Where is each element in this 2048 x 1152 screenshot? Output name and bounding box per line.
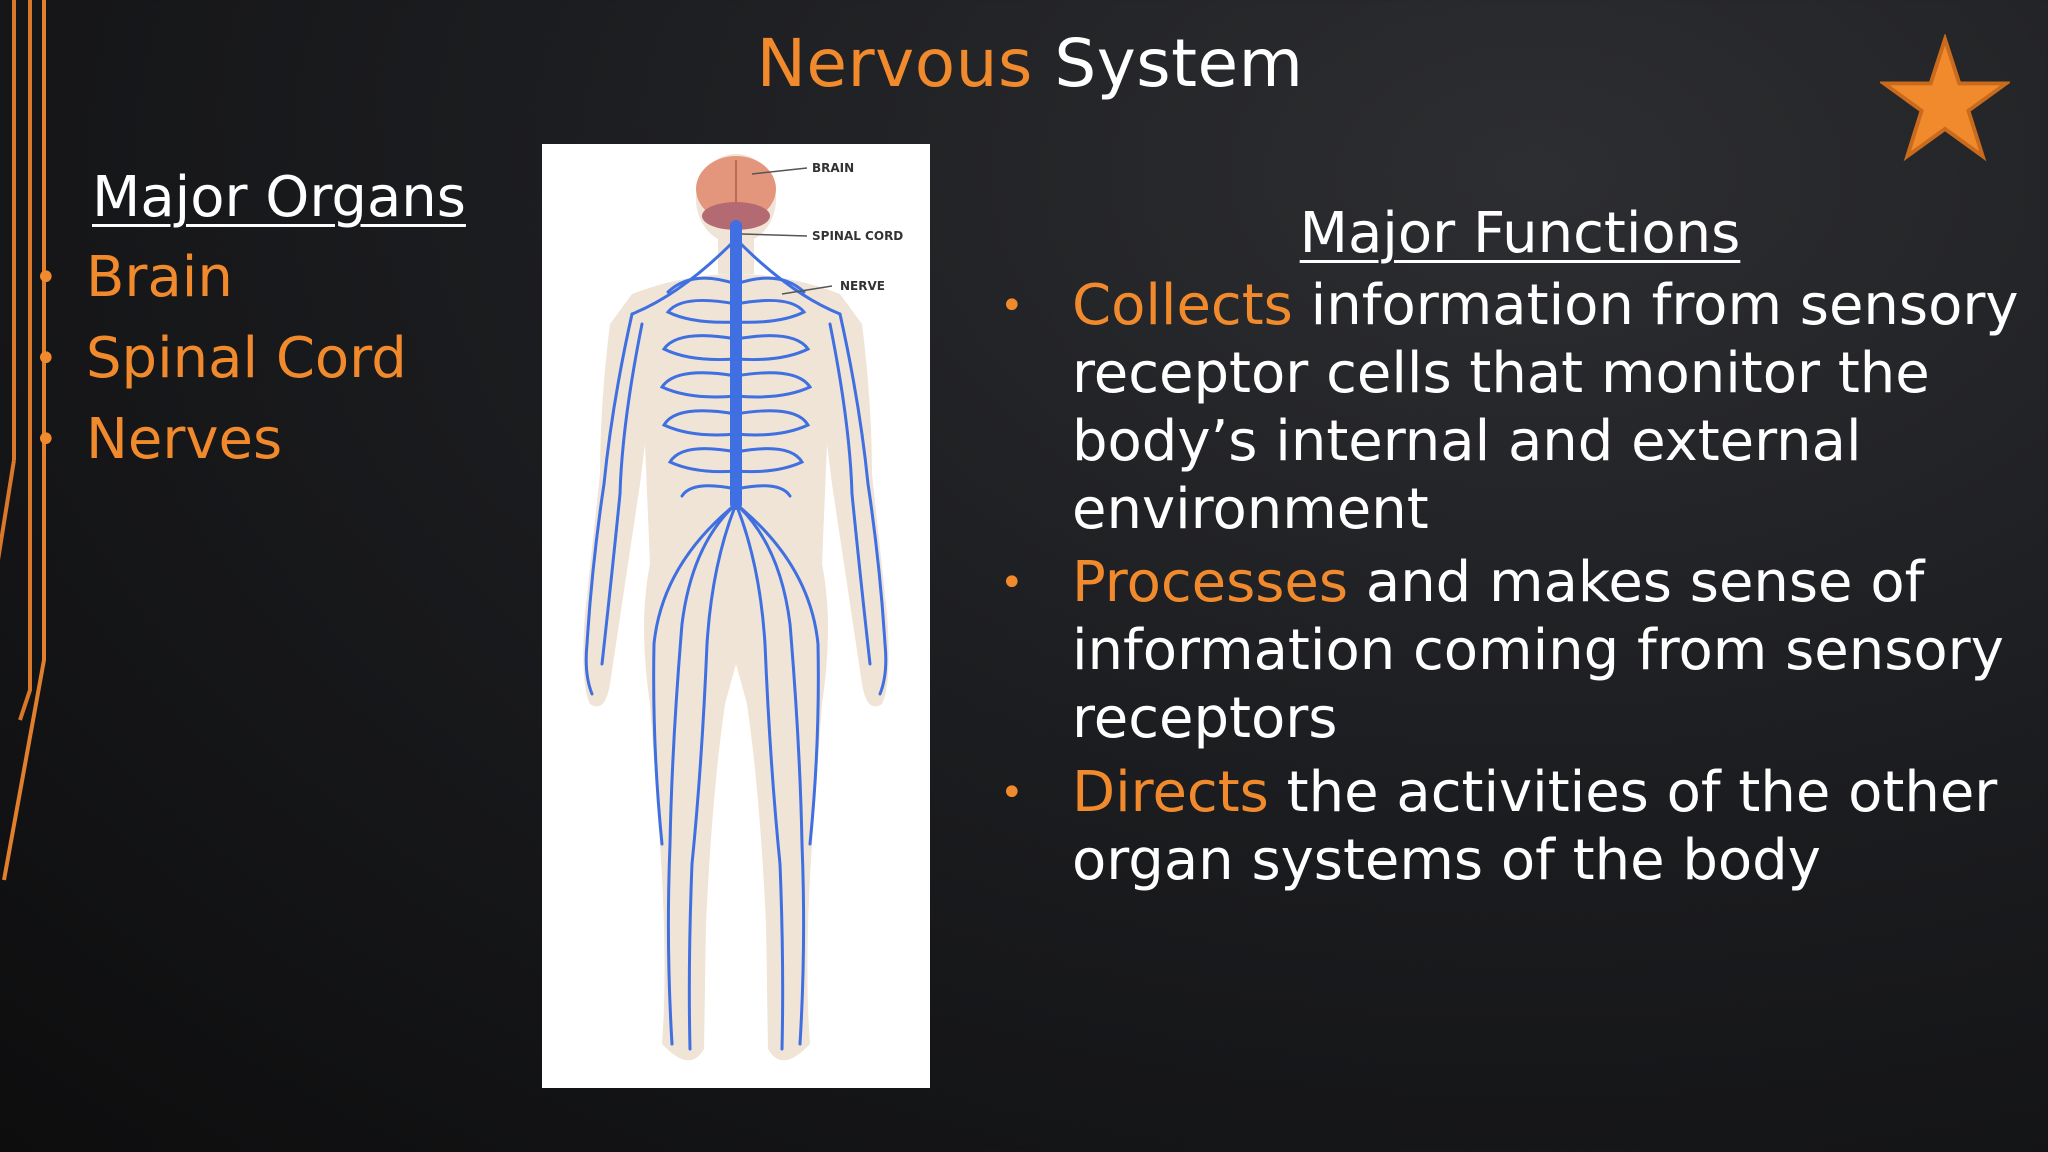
- body-diagram: BRAIN SPINAL CORD NERVE: [583, 154, 903, 1061]
- function-description: and makes sense of information coming fr…: [1072, 550, 2004, 751]
- nervous-system-illustration: BRAIN SPINAL CORD NERVE: [542, 144, 930, 1088]
- title-keyword: Nervous: [756, 25, 1033, 102]
- function-text: Processes and makes sense of information…: [1072, 549, 2032, 753]
- label-brain: BRAIN: [812, 161, 854, 175]
- bullet-icon: •: [34, 336, 58, 382]
- function-description: information from sensory receptor cells …: [1072, 273, 2019, 542]
- bullet-icon: •: [34, 417, 58, 463]
- bullet-icon: •: [1000, 770, 1024, 816]
- label-spinal-cord: SPINAL CORD: [812, 229, 903, 243]
- function-text: Collects information from sensory recept…: [1072, 272, 2032, 544]
- bullet-icon: •: [34, 255, 58, 301]
- organs-heading: Major Organs: [92, 165, 466, 230]
- nerve-network: [584, 220, 888, 1051]
- bullet-icon: •: [1000, 283, 1024, 329]
- label-nerve: NERVE: [840, 279, 885, 293]
- title-rest: System: [1054, 25, 1304, 102]
- star-icon: [1880, 34, 2010, 162]
- bullet-icon: •: [1000, 560, 1024, 606]
- functions-heading: Major Functions: [1299, 201, 1741, 266]
- slide-title: Nervous System: [0, 24, 2048, 104]
- label-leaders: [741, 167, 833, 295]
- function-keyword: Collects: [1072, 273, 1293, 338]
- organ-label: Nerves: [86, 407, 283, 472]
- brain-icon: [696, 156, 776, 231]
- left-decoration-lines: [0, 0, 46, 881]
- function-description: the activities of the other organ system…: [1072, 760, 1998, 893]
- organ-label: Brain: [86, 245, 233, 310]
- organ-label: Spinal Cord: [86, 326, 407, 391]
- function-keyword: Directs: [1072, 760, 1269, 825]
- function-keyword: Processes: [1072, 550, 1349, 615]
- function-text: Directs the activities of the other orga…: [1072, 759, 2032, 895]
